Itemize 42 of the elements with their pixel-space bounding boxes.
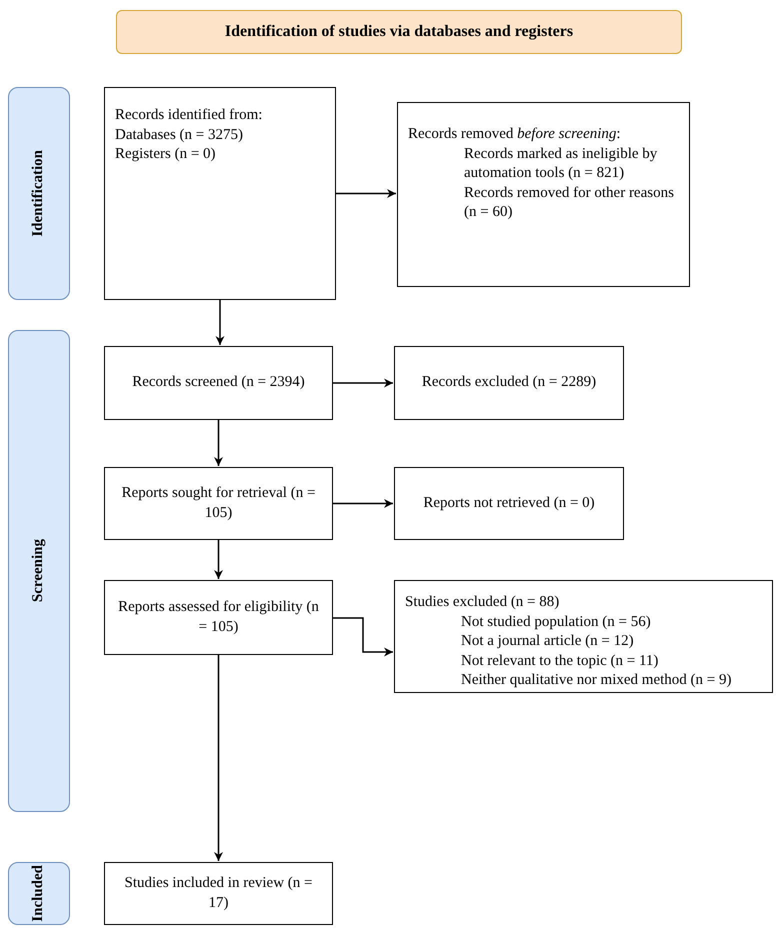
box-text: Not a journal article (n = 12) — [460, 632, 635, 651]
arrow — [333, 617, 393, 656]
process-box — [394, 580, 773, 693]
box-text: Reports sought for retrieval (n = 105) — [120, 484, 316, 522]
box-text: Studies excluded (n = 88) — [405, 593, 560, 612]
arrow — [333, 499, 393, 508]
phase-label — [8, 330, 70, 812]
process-box — [104, 580, 333, 655]
box-text: Records marked as ineligible by automation tools (n = 821) — [463, 144, 658, 183]
process-box — [104, 467, 333, 540]
process-box — [104, 346, 333, 420]
phase-label — [8, 862, 70, 925]
box-text: Not studied population (n = 56) — [460, 612, 652, 632]
title-banner — [116, 10, 682, 54]
phase-text: Identification — [29, 150, 48, 237]
title-text: Identification of studies via databases and registers — [224, 22, 574, 42]
phase-text: Included — [29, 865, 48, 922]
process-box — [104, 87, 336, 300]
phase-label — [8, 87, 70, 300]
box-text: Reports not retrieved (n = 0) — [423, 494, 595, 513]
box-text: Records identified from: — [115, 106, 262, 125]
box-text: Not relevant to the topic (n = 11) — [460, 652, 660, 670]
box-text: Records excluded (n = 2289) — [422, 373, 596, 392]
box-text: Reports assessed for eligibility (n = 105) — [117, 598, 320, 636]
box-text: Databases (n = 3275) — [115, 126, 244, 144]
box-text: Registers (n = 0) — [115, 145, 217, 164]
process-box — [397, 102, 690, 287]
process-box — [104, 862, 333, 925]
process-box — [394, 467, 624, 540]
arrow — [214, 540, 223, 579]
arrow — [214, 655, 223, 861]
box-text: Records screened (n = 2394) — [132, 373, 305, 392]
phase-text: Screening — [29, 539, 48, 603]
box-text: Records removed for other reasons (n = 60) — [463, 184, 675, 222]
box-text: Records removed before screening: — [408, 125, 622, 144]
arrow — [216, 300, 224, 345]
box-text: Studies included in review (n = 17) — [123, 874, 314, 912]
arrow — [333, 378, 393, 388]
process-box — [394, 346, 624, 420]
arrow — [336, 189, 396, 198]
arrow — [214, 420, 223, 466]
box-text: Neither qualitative nor mixed method (n = 9) — [460, 671, 732, 690]
